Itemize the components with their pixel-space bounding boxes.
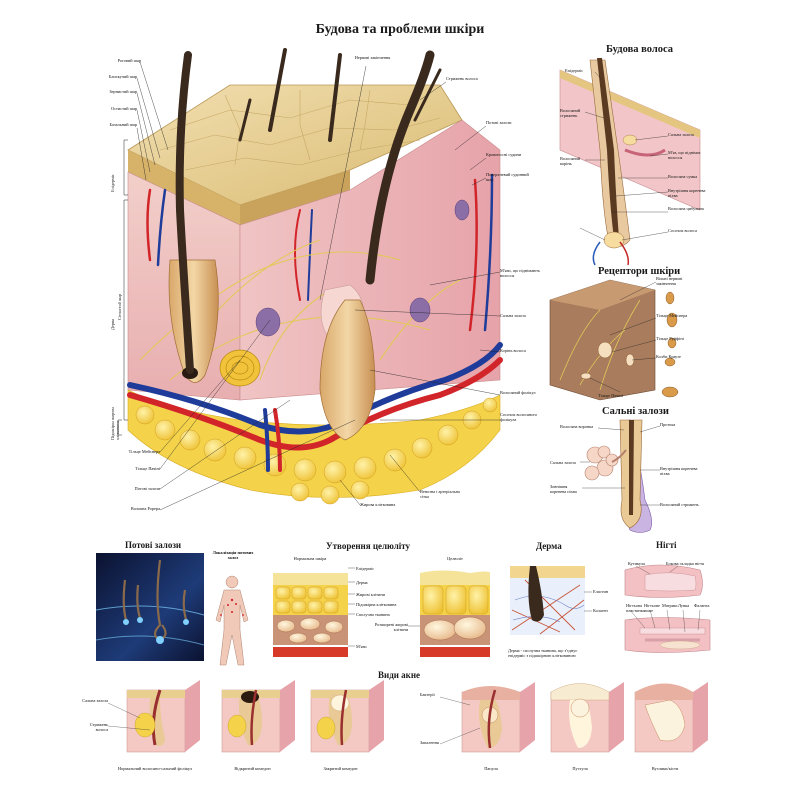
label-sweat-glands-right: Потові залози [486,120,512,125]
label-hair-follicle: Волосяний фолікул [500,390,536,395]
nail-label-lunula: Лунка [678,603,690,608]
label-nerve-endings: Нервові закінчення [354,55,391,60]
hair-label-inner-sheath: Внутрішня коренева піхва [668,188,706,198]
receptors-title: Рецептори шкіри [598,266,681,277]
acne-label-sebaceous: Сальна залоза [82,698,108,703]
cell-label-muscle: М'язи [356,644,367,649]
nail-label-plate: Нігтьова пластинка [626,603,645,613]
acne-caption-pustule: Пустула [572,766,588,771]
label-superficial-plexus: Поверхневий судинний шар [486,172,529,182]
seb-label-gland: Сальна залоза [550,460,576,465]
receptor-label-free: Вільні нервові закінчення [656,276,683,286]
skin-block [117,48,503,511]
label-arrector-muscle: М'язи, що піднімають волосся [500,268,541,278]
seb-label-outer: Зовнішня коренева піхва [550,484,577,494]
sebaceous-diagram [580,419,661,533]
cell-label-fat-cells: Жирові клітини [356,592,385,597]
label-sebaceous-gland: Сальна залоза [500,313,526,318]
hair-label-sebaceous: Сальна залоза [668,132,694,137]
cellulite-normal [273,573,348,657]
label-stratum-lucidum: Блискучий шар [108,74,137,79]
acne-caption-open: Відкритий комедон [234,766,271,771]
receptor-label-pacini: Тільце Пачіні [598,393,623,398]
cellulite-affected-label: Целюліт [447,556,463,561]
derma-label-collagen: Колаген [593,608,608,613]
label-hair-root: Корінь волоса [500,348,526,353]
acne-label-inflammation: Запалення [420,740,439,745]
label-follicle-papilla: Сосочок волосяного фолікула [500,412,538,422]
cell-label-dermis: Дерма [356,580,368,585]
receptors-diagram [549,279,679,401]
derma-label-elastin: Еластин [593,589,609,594]
sweat-title: Потові залози [125,540,182,550]
hair-label-shaft: Волосяний стрижень [560,108,581,118]
acne-row [107,680,708,753]
sweat-panel [95,553,205,661]
acne-label-hair: Стрижень волоса [89,722,108,732]
acne-caption-nodule: Вузлики/кісти [651,766,679,771]
cell-label-enlarged: Розширені жирові клітини [374,622,408,632]
seb-label-duct: Протока [660,422,676,427]
label-fat: Жирова клітковина [360,502,396,507]
page-title: Будова та проблеми шкіри [315,22,485,37]
hair-label-root: Волосяний корінь [560,156,581,166]
receptor-label-krause: Колби Краузе [656,354,681,359]
hair-title: Будова волоса [606,44,674,55]
nail-label-bed: Нігтьове ложе [644,603,660,613]
derma-diagram [510,566,592,635]
derma-caption: Дерма - сполучна тканина, що з'єднує епі… [508,648,578,658]
localization-title: Локалізація потових залоз [212,550,254,560]
acne-caption-papule: Папула [484,766,498,771]
derma-title: Дерма [536,541,562,551]
label-dermis: Дерма [110,318,115,330]
hair-label-epidermis: Епідерміс [565,68,584,73]
sweat-gland-coils [219,349,261,387]
hair-label-papilla: Сосочок волоса [668,228,697,233]
label-epidermis: Епідерміс [110,174,115,192]
body-silhouette [215,575,249,666]
cell-label-epidermis: Епідерміс [356,566,375,571]
sebaceous-gland [319,284,376,441]
nail-label-fold: Бокова складка нігтя [666,561,704,566]
cell-label-connective: Сполучна тканина [356,612,390,617]
hair-label-bag: Волосяна сумка [668,174,698,179]
hair-label-muscle: М'яз, що піднімає волосся [668,150,701,160]
label-pacini: Тільце Пачіні [135,466,160,471]
label-meissner: Тільце Мейснера [128,449,160,454]
acne-title: Види акне [378,670,421,680]
label-stratum-granulosum: Зернистий шар [109,89,137,94]
label-hair-shaft: Стрижень волоса [446,76,478,81]
label-reticular-layer: Сітчастий шар [117,293,122,320]
label-stratum-basale: Базальний шар [109,122,137,127]
nail-label-matrix: Матрикс [662,603,678,608]
receptor-label-meissner: Тільце Мейснера [656,313,688,318]
cell-label-subcutis: Підшкірна клітковина [356,602,397,607]
seb-label-funnel: Волосяна воронка [560,424,594,429]
label-sweat-glands-bottom: Потові залози [134,486,160,491]
acne-label-bacteria: Бактерії [420,692,435,697]
label-stratum-corneum: Роговий шар [117,58,141,63]
label-subcutis: Підшкірна жирова клітковина [110,406,120,440]
label-blood-vessels: Кровоносні судини [486,152,522,157]
sebaceous-title: Сальні залози [602,406,669,417]
nail-label-cuticle: Кутикула [628,561,645,566]
cellulite-affected [420,570,490,657]
hair-diagram [559,58,701,266]
nails-diagram [624,564,711,653]
nails-title: Нігті [656,540,677,550]
cellulite-title: Утворення целюліту [326,541,411,551]
nail-label-phalanx: Фаланга [694,603,710,608]
label-venous-arterial: Венозна і артеріальна сітка [420,489,460,499]
acne-caption-closed: Закритий комедон [323,766,358,771]
cellulite-normal-label: Нормальна шкіра [293,556,327,561]
receptor-label-ruffini: Тільце Руффіні [656,336,684,341]
seb-label-shaft: Волосяний стрижень [660,502,699,507]
seb-label-inner: Внутрішня коренева піхва [660,466,698,476]
label-stratum-spinosum: Остистий шар [110,106,137,111]
label-rorer: Волокна Рорера [130,506,160,511]
acne-caption-normal: Нормальний волосяно-сальний фолікул [117,766,193,771]
hair-label-bulb: Волосяна цибулина [668,206,704,211]
